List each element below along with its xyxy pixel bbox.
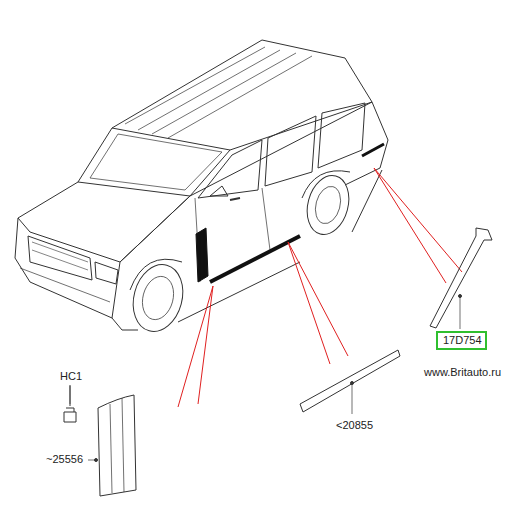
callout-number: ~25556 <box>46 453 83 466</box>
grille-bars <box>32 242 88 270</box>
rear-moulding <box>362 144 384 156</box>
door-strip-part <box>300 350 400 412</box>
front-window <box>198 140 262 198</box>
callout-number: HC1 <box>60 370 82 383</box>
watermark: www.Britauto.ru <box>424 366 501 379</box>
mirror <box>210 186 228 196</box>
leader-line <box>70 386 71 404</box>
body-lower <box>112 170 382 330</box>
side-vent-trim <box>196 228 208 282</box>
grille <box>28 236 92 280</box>
vent-panel-part <box>98 395 136 496</box>
rear-strip-part <box>430 228 492 328</box>
door-handle <box>230 198 240 200</box>
hood <box>18 182 190 262</box>
front-arch <box>130 259 182 290</box>
roof-rails <box>125 47 312 138</box>
door-moulding <box>210 236 300 282</box>
leader-line <box>88 460 95 461</box>
leader-line <box>178 286 213 407</box>
body-upper <box>120 102 388 262</box>
leader-dot <box>95 459 98 462</box>
roof-outline <box>112 40 372 150</box>
windshield-glass <box>90 134 222 190</box>
rear-arch <box>302 171 350 198</box>
leader-line <box>374 168 462 283</box>
part-number: 17D754 <box>443 334 480 347</box>
front-rim <box>138 273 178 323</box>
headlamp <box>95 262 118 284</box>
front-wheel <box>126 259 190 337</box>
callout-number: <20855 <box>336 419 373 432</box>
front-face <box>15 218 120 318</box>
leader-line <box>288 242 348 364</box>
leader-line <box>352 384 353 414</box>
part-number-box: 17D754 <box>436 331 487 350</box>
door-shut-lines <box>195 188 270 282</box>
leader-dot <box>459 295 462 298</box>
leader-line <box>460 296 461 329</box>
leader-dot <box>351 382 354 385</box>
rear-wheel <box>301 171 355 239</box>
vent-panel-slats <box>110 398 124 493</box>
bumper-line <box>20 268 110 302</box>
clip-part <box>64 385 76 422</box>
quarter-window <box>318 103 365 168</box>
rear-window <box>265 116 316 186</box>
rear-rim <box>311 184 344 227</box>
